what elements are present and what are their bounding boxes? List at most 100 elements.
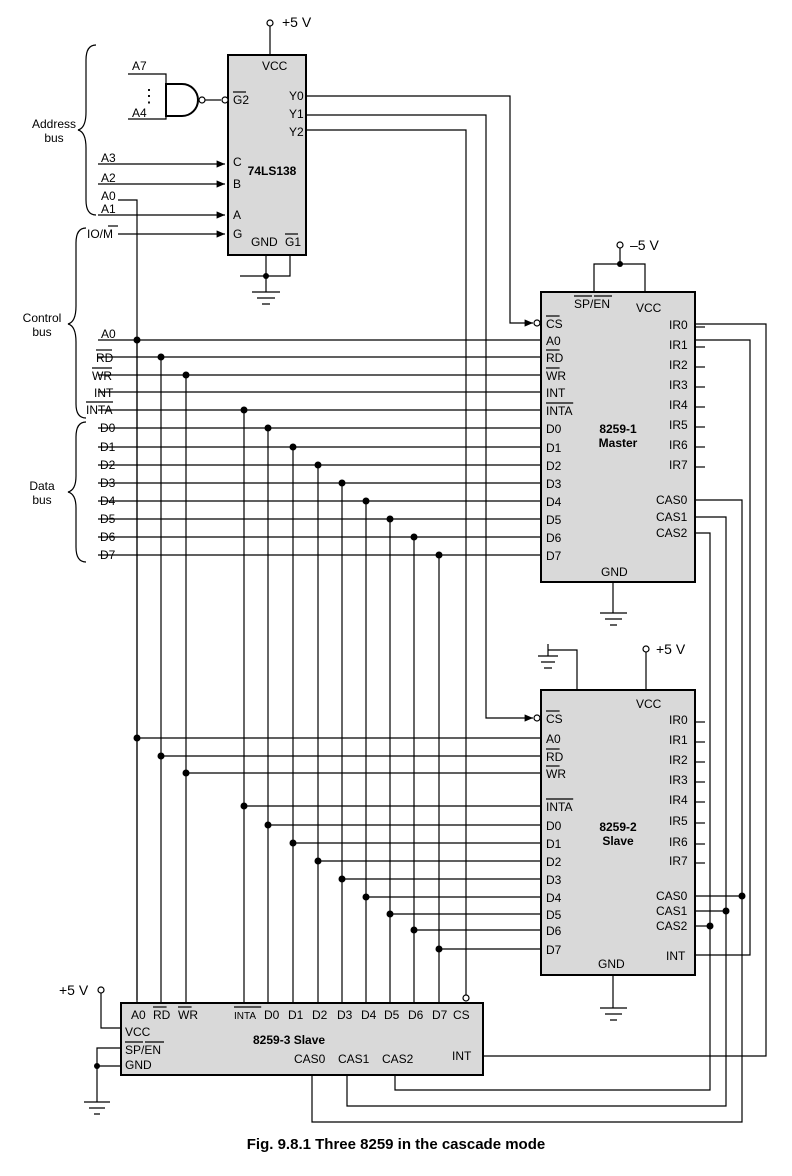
slave3-pin-label: RD: [153, 1008, 171, 1022]
slave3-int: INT: [452, 1049, 472, 1063]
decoder-pin-y0: Y0: [289, 89, 304, 103]
slave2-junction-dot: [182, 769, 190, 777]
master-ir-label: IR1: [669, 338, 688, 352]
control-rd: RD: [96, 351, 114, 365]
slave3-pin-label: INTA: [234, 1011, 256, 1022]
slave2-ir-label: IR7: [669, 854, 688, 868]
slave2-ground-symbol: [600, 1007, 627, 1021]
master-gnd: GND: [601, 565, 628, 579]
slave2-junction-dot: [264, 821, 272, 829]
slave3-pin-label: D6: [408, 1008, 424, 1022]
master-supply-label: –5 V: [630, 237, 659, 253]
slave3-cas0: CAS0: [294, 1052, 326, 1066]
slave3-pin-label: CS: [453, 1008, 470, 1022]
master-pin-label: D4: [546, 495, 562, 509]
decoder-name: 74LS138: [248, 164, 297, 178]
data-line-label: D6: [100, 530, 116, 544]
decoder-vcc-terminal: [266, 19, 274, 27]
master-ir-label: IR0: [669, 318, 688, 332]
slave2-junction-dot: [289, 839, 297, 847]
data-line-label: D0: [100, 421, 116, 435]
figure-caption: Fig. 9.8.1 Three 8259 in the cascade mod…: [246, 1136, 546, 1153]
data-junction-dot: [410, 533, 418, 541]
control-int: INT: [94, 386, 114, 400]
slave2-junction-dot: [240, 802, 248, 810]
master-cas-label: CAS1: [656, 510, 688, 524]
slave2-pin-label: D3: [546, 873, 562, 887]
slave2-ir-label: IR2: [669, 753, 688, 767]
decoder-supply-label: +5 V: [282, 14, 312, 30]
decoder-vcc: VCC: [262, 59, 288, 73]
control-bus-brace: [67, 227, 87, 419]
data-line-label: D3: [100, 476, 116, 490]
slave2-cas-label: CAS0: [656, 889, 688, 903]
master-pin-label: D7: [546, 549, 562, 563]
data-junction-dot: [289, 443, 297, 451]
slave2-title: 8259-2: [599, 820, 637, 834]
master-pin-label: A0: [546, 334, 561, 348]
slave2-pin-label: CS: [546, 712, 563, 726]
address-a4: A4: [132, 106, 147, 120]
slave3-cas1: CAS1: [338, 1052, 370, 1066]
slave2-ir-label: IR0: [669, 713, 688, 727]
decoder-pin-a: A: [233, 208, 241, 222]
slave3-cas2: CAS2: [382, 1052, 414, 1066]
slave2-ir-label: IR3: [669, 773, 688, 787]
address-ellipsis: ⋮: [140, 86, 158, 106]
slave2-cas-label: CAS1: [656, 904, 688, 918]
slave2-ir-label: IR4: [669, 793, 688, 807]
slave3-pin-label: D0: [264, 1008, 280, 1022]
master-vcc: VCC: [636, 301, 662, 315]
data-junction-dot: [264, 424, 272, 432]
master-cas-label: CAS0: [656, 493, 688, 507]
slave2-spen-ground: [538, 644, 558, 669]
cascade-diagram: Address bus Control bus Data bus 74LS138…: [23, 14, 767, 1123]
slave2-gnd: GND: [598, 957, 625, 971]
vertical-drops: [264, 424, 443, 1003]
slave3-pin-label: A0: [131, 1008, 146, 1022]
slave3-gnd: GND: [125, 1058, 152, 1072]
slave3-vcc-terminal: [97, 986, 105, 994]
master-ir-label: IR7: [669, 458, 688, 472]
master-ir-label: IR2: [669, 358, 688, 372]
slave3-pin-label: D5: [384, 1008, 400, 1022]
slave2-chip: [540, 689, 696, 976]
slave2-ir-label: IR6: [669, 835, 688, 849]
master-title: 8259-1: [599, 422, 637, 436]
slave2-pin-label: WR: [546, 767, 566, 781]
data-bus-brace: [67, 421, 87, 563]
control-inta: INTA: [86, 403, 112, 417]
slave3-chip: [120, 1002, 484, 1076]
slave2-pin-label: D4: [546, 891, 562, 905]
decoder-pin-g1: G1: [285, 235, 301, 249]
address-bus-label-2: bus: [44, 131, 63, 145]
master-ir-label: IR6: [669, 438, 688, 452]
slave3-pin-label: WR: [178, 1008, 198, 1022]
decoder-pin-g: G: [233, 227, 242, 241]
slave3-title: 8259-3 Slave: [253, 1033, 325, 1047]
slave3-pin-label: D3: [337, 1008, 353, 1022]
decoder-pin-g2: G2: [233, 93, 249, 107]
decoder-pin-y1: Y1: [289, 107, 304, 121]
master-ir-label: IR5: [669, 418, 688, 432]
master-spen: SP/EN: [574, 297, 610, 311]
slave3-pin-label: D2: [312, 1008, 328, 1022]
data-line-label: D1: [100, 440, 116, 454]
slave2-supply-label: +5 V: [656, 641, 686, 657]
slave2-pin-label: D0: [546, 819, 562, 833]
io-m-signal: IO/M: [87, 227, 113, 241]
address-bus-brace: [77, 44, 97, 216]
master-pin-label: INTA: [546, 404, 572, 418]
control-wr: WR: [92, 369, 112, 383]
data-bus-label: Data: [29, 479, 55, 493]
slave3-pin-label: D1: [288, 1008, 304, 1022]
data-line-label: D4: [100, 494, 116, 508]
decoder-ground-symbol: [252, 291, 280, 305]
master-chip: [540, 291, 696, 583]
